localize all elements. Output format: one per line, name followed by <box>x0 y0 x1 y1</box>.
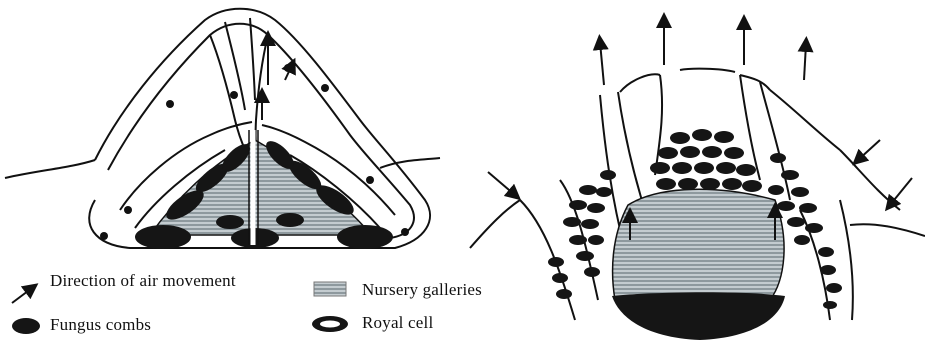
royal-chamber-base <box>612 292 785 340</box>
fungus-comb <box>337 225 393 249</box>
hatched-box-icon <box>314 282 346 296</box>
right-nest-core <box>548 129 842 340</box>
air-arrow <box>858 140 880 160</box>
air-arrow <box>600 42 604 85</box>
right-ground-line <box>470 200 520 248</box>
legend-label-air-movement: Direction of air movement <box>50 271 236 291</box>
left-nest-core <box>135 130 393 249</box>
air-arrow <box>890 178 912 205</box>
fungus-blob-icon <box>12 318 40 334</box>
left-air-arrows <box>262 38 292 120</box>
legend-label-nursery: Nursery galleries <box>362 280 482 300</box>
arrow-icon <box>12 288 32 303</box>
fungus-comb <box>135 225 191 249</box>
fungus-comb <box>276 213 304 227</box>
legend-label-fungus: Fungus combs <box>50 315 151 335</box>
left-ground-line <box>5 160 95 178</box>
legend-label-royal: Royal cell <box>362 313 433 333</box>
air-arrow <box>488 172 515 195</box>
fungus-cluster-top <box>650 129 762 192</box>
air-arrow <box>804 44 806 80</box>
fungus-comb <box>216 215 244 229</box>
